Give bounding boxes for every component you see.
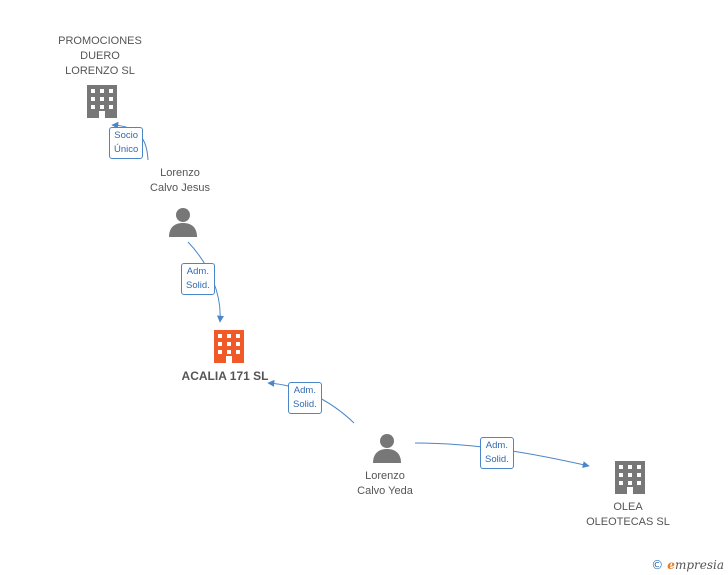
node-label-acalia[interactable]: ACALIA 171 SL (181, 369, 269, 383)
node-label-olea[interactable]: OLEA OLEOTECAS SL (586, 501, 670, 528)
node-label-lorenzo-yeda[interactable]: Lorenzo Calvo Yeda (357, 470, 413, 497)
person-icon[interactable] (373, 434, 401, 463)
building-icon[interactable] (87, 85, 117, 118)
building-icon[interactable] (615, 461, 645, 494)
building-icon[interactable] (214, 330, 244, 363)
node-label-lorenzo-jesus[interactable]: Lorenzo Calvo Jesus (150, 167, 210, 194)
person-icon[interactable] (169, 208, 197, 237)
copyright-icon: © (651, 558, 664, 572)
edge-label-adm-solid-jesus[interactable]: Adm. Solid. (181, 263, 215, 295)
brand-rest: mpresia (674, 558, 724, 572)
empresia-brand[interactable]: ©empresia (651, 558, 724, 572)
node-label-promociones[interactable]: PROMOCIONES DUERO LORENZO SL (58, 35, 142, 77)
edge-label-socio-unico[interactable]: Socio Único (109, 127, 144, 159)
brand-e: e (667, 558, 675, 572)
edge-label-adm-solid-yeda-olea[interactable]: Adm. Solid. (480, 437, 514, 469)
edge-label-adm-solid-yeda-acalia[interactable]: Adm. Solid. (288, 382, 322, 414)
